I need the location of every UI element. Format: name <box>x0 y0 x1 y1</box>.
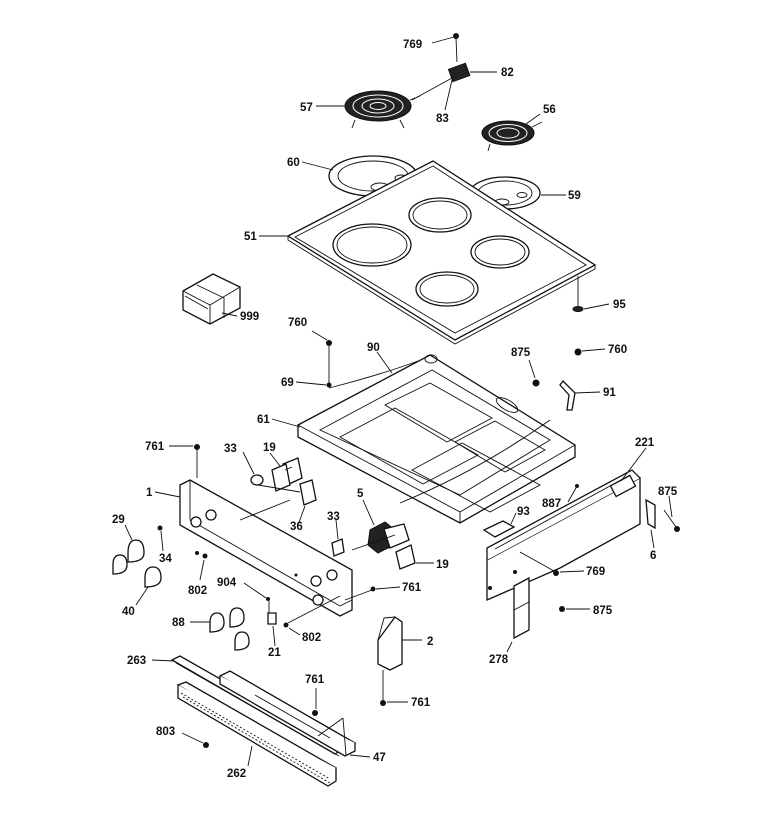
label-760-left: 760 <box>288 317 307 329</box>
label-875-top: 875 <box>511 347 531 359</box>
label-887: 887 <box>542 498 561 510</box>
screw-803 <box>181 732 209 748</box>
burner-box-61 <box>271 351 576 524</box>
clip-95-and-screw-760 <box>572 276 610 356</box>
screw-761-upper <box>169 444 200 478</box>
label-262: 262 <box>227 768 246 780</box>
label-221: 221 <box>635 437 655 449</box>
parts-box-999 <box>182 273 241 325</box>
label-761-middle: 761 <box>402 582 422 594</box>
label-1: 1 <box>146 487 153 499</box>
label-761-upper: 761 <box>145 441 165 453</box>
switches-5-33-19-right <box>331 499 434 570</box>
label-69: 69 <box>281 377 294 389</box>
label-91: 91 <box>603 387 616 399</box>
label-93: 93 <box>517 506 530 518</box>
label-802-right: 802 <box>302 632 321 644</box>
label-761-lower-a: 761 <box>305 674 325 686</box>
label-95: 95 <box>613 299 626 311</box>
surface-element-57 <box>316 90 421 129</box>
label-47: 47 <box>373 752 386 764</box>
label-904: 904 <box>217 577 237 589</box>
bracket-2 <box>377 616 422 671</box>
label-83: 83 <box>436 113 449 125</box>
label-34: 34 <box>159 553 172 565</box>
screws-769-875-and-bracket-278 <box>506 551 590 653</box>
label-19-upper: 19 <box>263 442 276 454</box>
back-panel-221 <box>482 447 680 601</box>
label-2: 2 <box>427 636 433 648</box>
label-33-upper: 33 <box>224 443 237 455</box>
surface-element-56 <box>481 113 543 152</box>
label-33-lower: 33 <box>327 511 340 523</box>
small-fasteners-left <box>157 525 341 647</box>
label-40: 40 <box>122 606 135 618</box>
label-90: 90 <box>367 342 380 354</box>
trim-263 <box>151 655 345 757</box>
label-769-top: 769 <box>403 39 422 51</box>
label-803: 803 <box>156 726 175 738</box>
vent-262 <box>176 681 338 787</box>
label-769-lower: 769 <box>586 566 605 578</box>
label-88: 88 <box>172 617 185 629</box>
label-760-right: 760 <box>608 344 627 356</box>
cooktop-51 <box>259 160 597 345</box>
label-59: 59 <box>568 190 581 202</box>
screws-761-lower <box>312 670 408 716</box>
label-57: 57 <box>300 102 313 114</box>
label-21: 21 <box>268 647 281 659</box>
screw-875-and-bracket-91 <box>528 359 601 411</box>
label-278: 278 <box>489 654 509 666</box>
label-875-lower: 875 <box>593 605 613 617</box>
label-56: 56 <box>543 104 556 116</box>
label-6: 6 <box>650 550 656 562</box>
control-knobs <box>112 524 250 651</box>
switches-19-33-36 <box>239 451 317 526</box>
label-263: 263 <box>127 655 146 667</box>
label-875-right: 875 <box>658 486 678 498</box>
label-5: 5 <box>357 488 364 500</box>
label-802-left: 802 <box>188 585 207 597</box>
label-61: 61 <box>257 414 270 426</box>
control-panel-1 <box>154 479 353 617</box>
label-82: 82 <box>501 67 514 79</box>
label-36: 36 <box>290 521 303 533</box>
label-60: 60 <box>287 157 300 169</box>
panel-47 <box>218 670 371 758</box>
screw-769-top <box>431 33 459 63</box>
label-51: 51 <box>244 231 257 243</box>
label-19-lower: 19 <box>436 559 449 571</box>
label-761-lower-b: 761 <box>411 697 431 709</box>
screw-760-and-69 <box>295 330 332 388</box>
terminal-block-82 <box>411 62 497 111</box>
screw-761-middle <box>344 586 401 601</box>
part-number-labels: 769 82 57 83 56 60 59 51 999 95 760 760 … <box>112 39 678 780</box>
label-999: 999 <box>240 311 259 323</box>
label-29: 29 <box>112 514 125 526</box>
